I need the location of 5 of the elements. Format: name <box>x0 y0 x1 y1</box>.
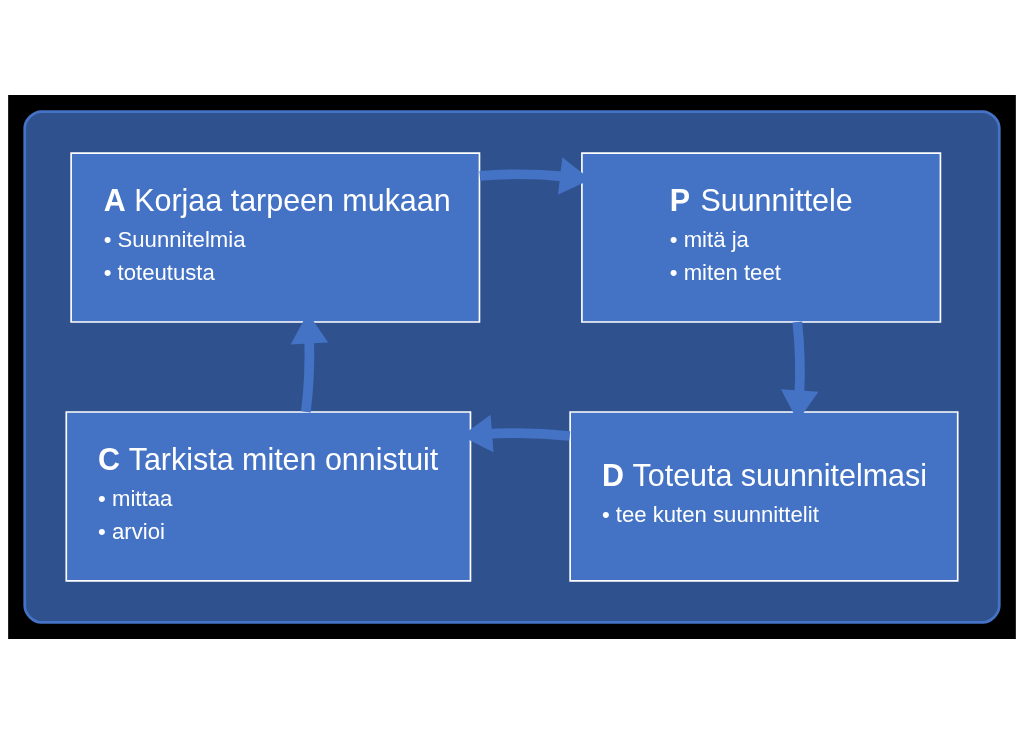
cluster <box>23 109 1001 624</box>
node-box: P Suunnittele • mitä ja • miten teet <box>581 151 942 323</box>
node-box: D Toteuta suunnitelmasi • tee kuten suunnittelit <box>569 410 959 582</box>
node-box: C Tarkista miten onnistuit • mittaa • arvioi <box>65 410 472 582</box>
node-box: A Korjaa tarpeen mukaan • Suunnitelmia • toteutusta <box>70 151 481 323</box>
